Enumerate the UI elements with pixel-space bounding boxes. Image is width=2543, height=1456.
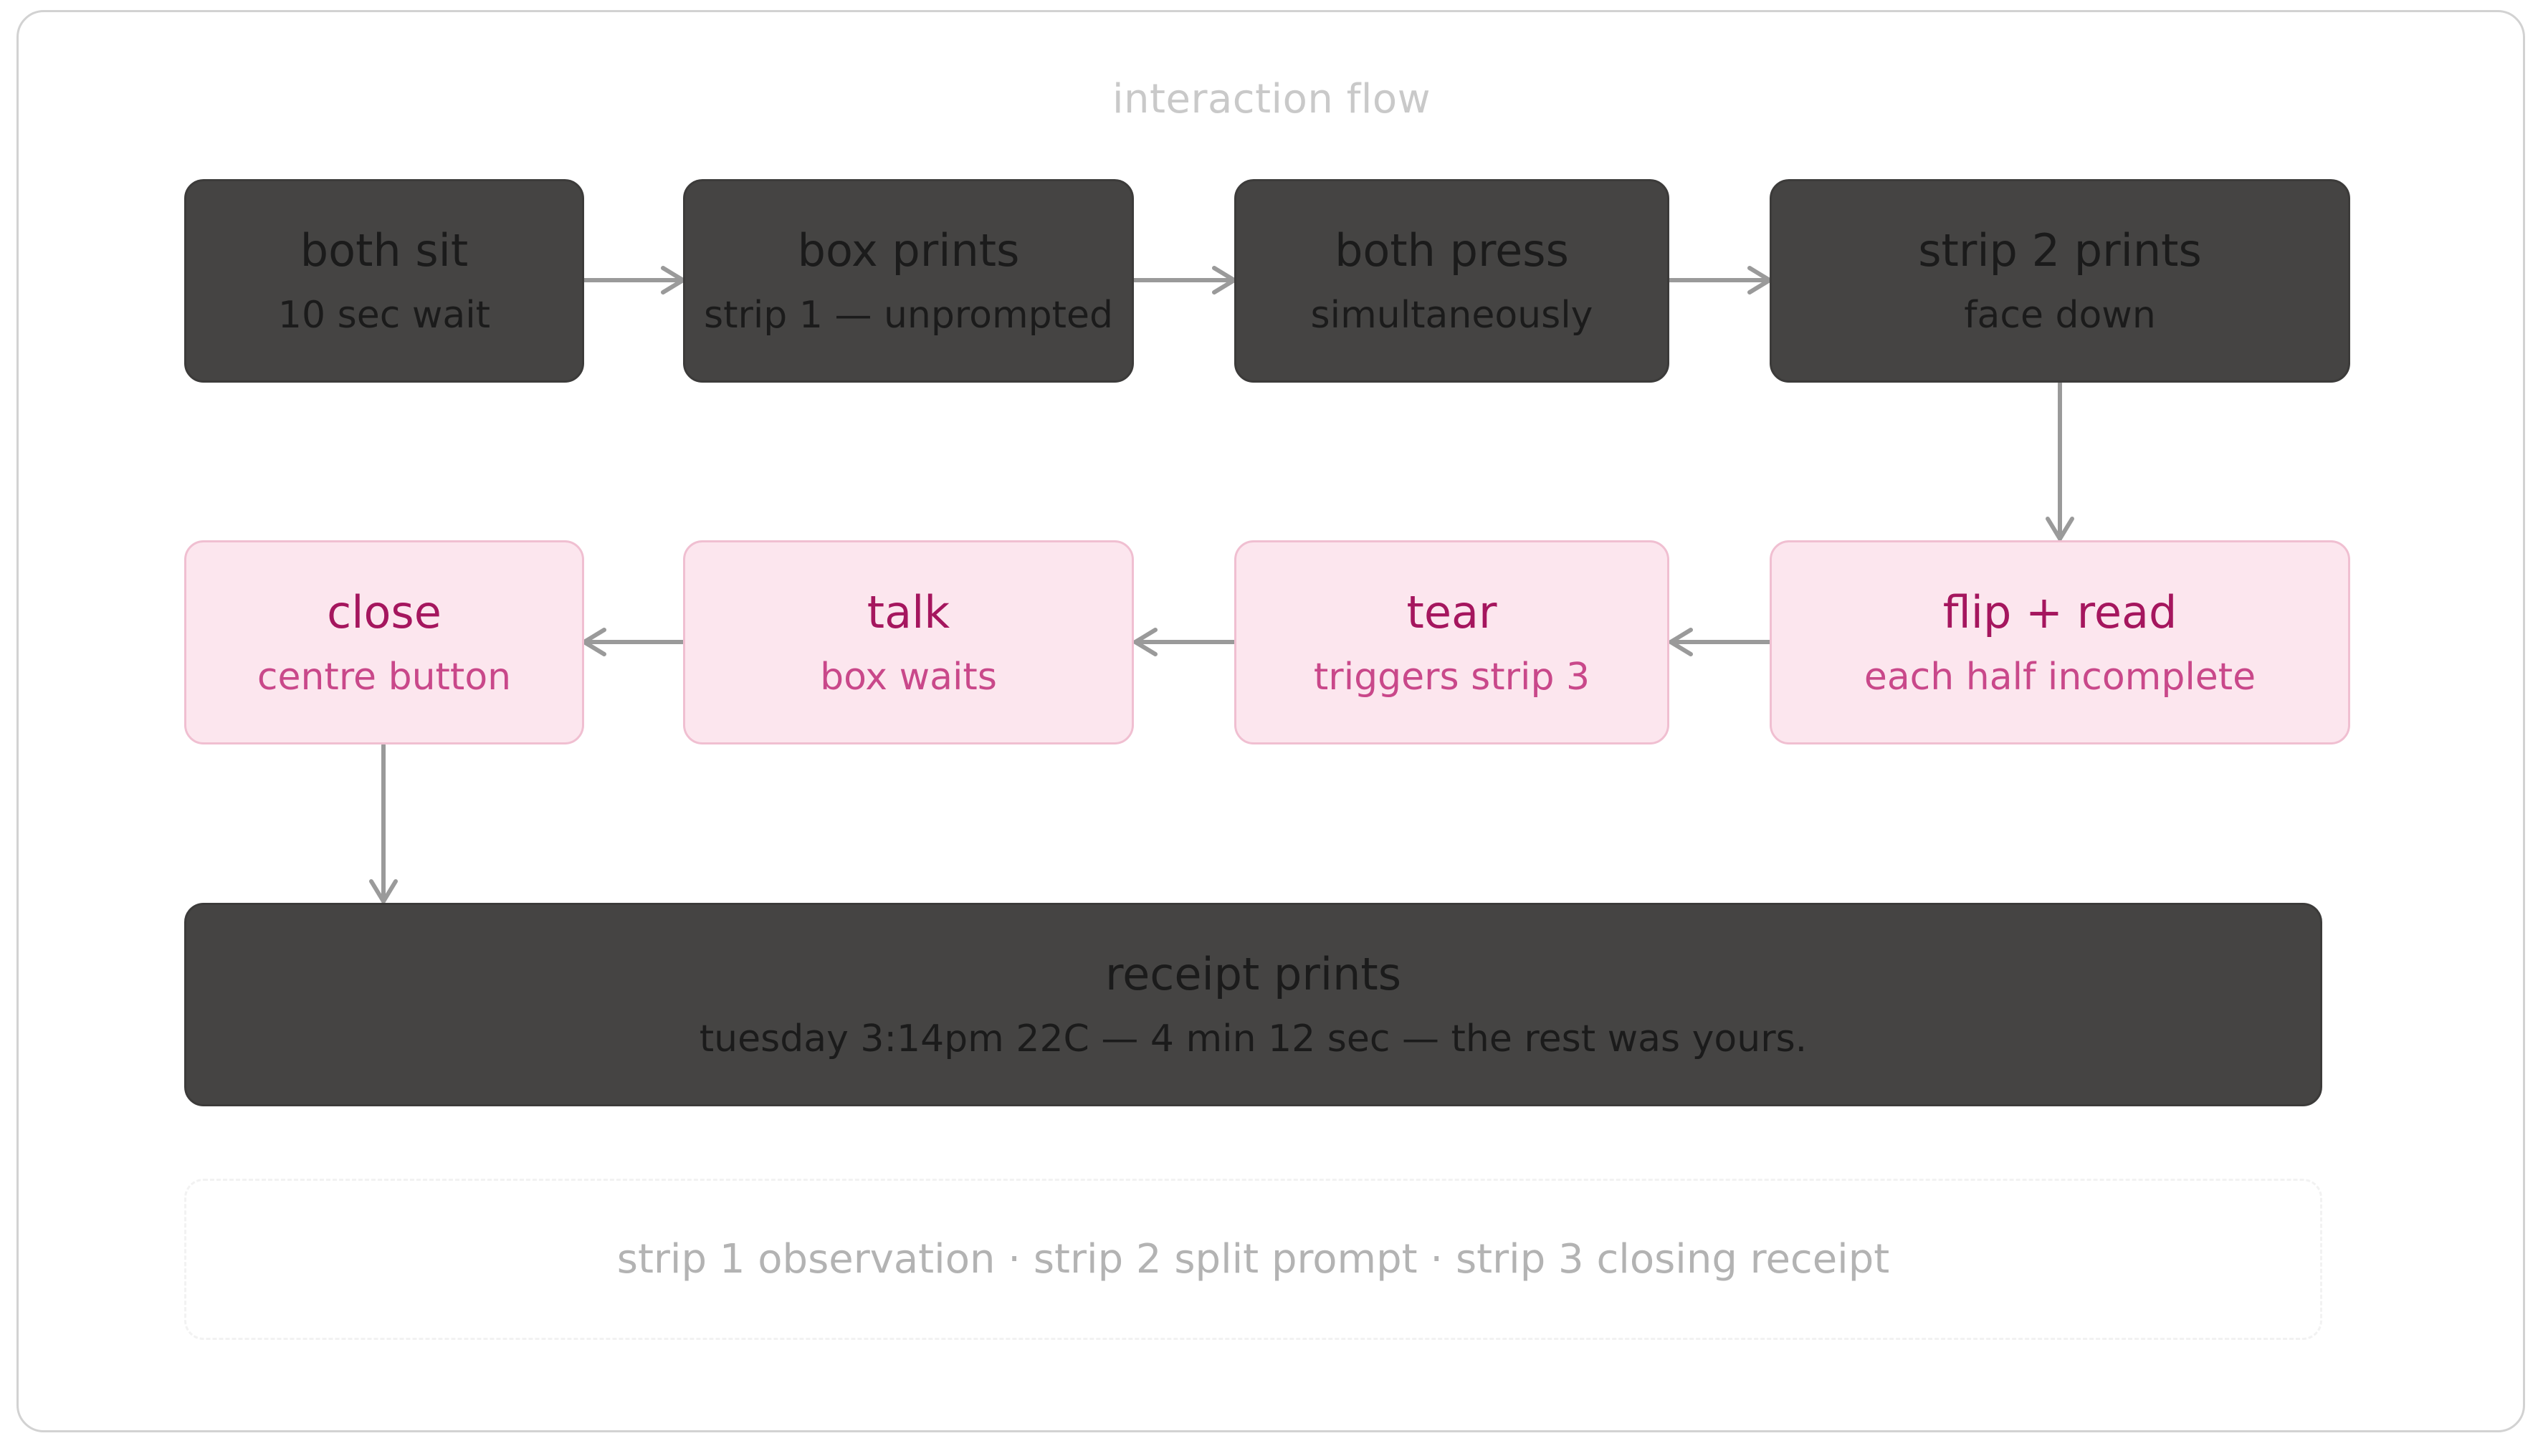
- node-talk-subtitle: box waits: [820, 655, 997, 699]
- node-both-press-subtitle: simultaneously: [1310, 294, 1593, 337]
- node-box-prints: box prints strip 1 — unprompted: [683, 179, 1134, 383]
- node-box-prints-subtitle: strip 1 — unprompted: [703, 294, 1113, 337]
- node-both-press: both press simultaneously: [1234, 179, 1669, 383]
- node-tear: tear triggers strip 3: [1234, 540, 1669, 744]
- node-flip-read-title: flip + read: [1942, 585, 2177, 638]
- node-flip-read-subtitle: each half incomplete: [1864, 655, 2256, 699]
- arrow-both-press-to-strip2: [1667, 266, 1772, 294]
- node-close-title: close: [327, 585, 442, 638]
- node-strip2-prints-subtitle: face down: [1964, 294, 2156, 337]
- node-tear-title: tear: [1406, 585, 1497, 638]
- node-both-sit: both sit 10 sec wait: [184, 179, 584, 383]
- node-close-subtitle: centre button: [257, 655, 512, 699]
- arrow-both-sit-to-box-prints: [582, 266, 685, 294]
- arrow-flip-read-to-tear: [1669, 628, 1772, 656]
- node-both-sit-title: both sit: [300, 224, 469, 277]
- node-strip2-prints: strip 2 prints face down: [1770, 179, 2350, 383]
- arrow-talk-to-close: [582, 628, 685, 656]
- node-talk-title: talk: [867, 585, 950, 638]
- node-both-press-title: both press: [1335, 224, 1569, 277]
- arrow-strip2-to-flip-read: [2046, 381, 2074, 541]
- node-strip2-prints-title: strip 2 prints: [1918, 224, 2202, 277]
- strip-legend: strip 1 observation · strip 2 split prom…: [184, 1179, 2322, 1340]
- node-receipt-prints-title: receipt prints: [1104, 948, 1402, 1000]
- node-talk: talk box waits: [683, 540, 1134, 744]
- arrow-box-prints-to-both-press: [1132, 266, 1236, 294]
- node-both-sit-subtitle: 10 sec wait: [277, 294, 491, 337]
- arrow-close-to-receipt: [369, 743, 398, 904]
- node-receipt-prints: receipt prints tuesday 3:14pm 22C — 4 mi…: [184, 903, 2322, 1106]
- node-receipt-prints-subtitle: tuesday 3:14pm 22C — 4 min 12 sec — the …: [699, 1017, 1808, 1060]
- diagram-title: interaction flow: [1112, 76, 1431, 123]
- node-flip-read: flip + read each half incomplete: [1770, 540, 2350, 744]
- node-box-prints-title: box prints: [797, 224, 1020, 277]
- arrow-tear-to-talk: [1133, 628, 1236, 656]
- node-tear-subtitle: triggers strip 3: [1313, 655, 1590, 699]
- node-close: close centre button: [184, 540, 584, 744]
